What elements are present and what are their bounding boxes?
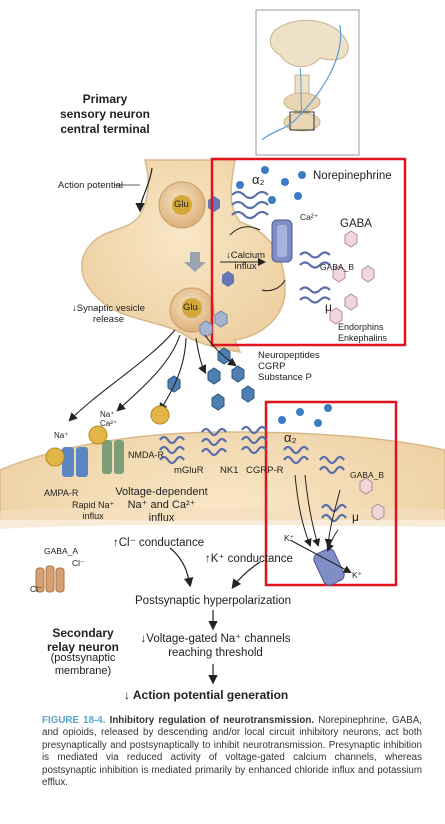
na-ca-label: Na⁺ Ca²⁺ [100,410,118,428]
gabab-post-label: GABA_B [350,470,385,480]
mglur-label: mGluR [174,465,204,476]
gaba-molecules [329,230,375,325]
ampa-label: AMPA-R [44,488,79,498]
gaba-label: GABA [340,218,372,230]
primary-terminal-label: Primary sensory neuron central terminal [59,92,151,136]
nk1-label: NK1 [220,465,239,476]
mu-post-label: μ [352,510,359,524]
synaptic-release-label: ↓Synaptic vesicle release [72,303,145,325]
ca2-label: Ca²⁺ [300,212,319,222]
rapid-na-label: Rapid Na⁺ influx [72,500,115,521]
figure-number: FIGURE 18-4. [42,715,106,726]
cl-label-2: Cl⁻ [30,584,43,594]
presynaptic-inhibition-box [210,157,407,347]
cl-label-1: Cl⁻ [72,558,85,568]
presynaptic-receptors [231,190,331,304]
kplus-label-1: K⁺ [284,533,295,543]
endorphins-label: Endorphins Enkephalins [338,322,388,343]
mu-label: μ [325,300,332,314]
spinal-cord-inset [255,9,360,156]
action-potential-label: Action potential [58,180,123,191]
glu-label-lower: Glu [183,302,198,313]
calcium-influx-label: ↓Calcium influx [226,250,266,272]
nmda-label: NMDA-R [128,450,164,460]
postsynaptic-receptors [35,425,347,593]
presynaptic-terminal [81,159,286,353]
na-label: Na⁺ [54,431,69,440]
kplus-label-2: K⁺ [352,570,363,580]
neuropeptide-molecules [167,347,255,411]
hyperpolarization-label: Postsynaptic hyperpolarization [135,595,291,607]
figure-title: Inhibitory regulation of neurotransmissi… [109,715,315,726]
secondary-neuron-label: Secondary relay neuron [46,626,120,654]
gabab-label: GABA_B [320,262,355,272]
cl-conductance-label: ↑Cl⁻ conductance [113,537,205,549]
neuropeptides-label: Neuropeptides CGRP Substance P [258,350,320,383]
figure-caption: FIGURE 18-4. Inhibitory regulation of ne… [42,715,422,789]
alpha2-label: α₂ [252,172,265,187]
glu-label-upper: Glu [174,199,189,210]
norepinephrine-label: Norepinephrine [313,170,392,182]
voltage-dependent-label: Voltage-dependent Na⁺ and Ca²⁺ influx [115,486,208,524]
gabaa-label: GABA_A [44,546,79,556]
action-potential-generation-label: ↓ Action potential generation [124,688,289,702]
norepinephrine-molecules [236,166,306,204]
vesicle-move-arrow [184,252,206,272]
k-conductance-label: ↑K⁺ conductance [205,553,293,565]
alpha2-post-label: α₂ [284,430,297,445]
cgrpr-label: CGRP-R [246,465,284,476]
figure-text: Norepinephrine, GABA, and opioids, relea… [42,715,422,789]
voltage-gated-label: ↓Voltage-gated Na⁺ channels reaching thr… [140,633,291,659]
postsynaptic-membrane-label: (postsynaptic membrane) [50,652,116,677]
